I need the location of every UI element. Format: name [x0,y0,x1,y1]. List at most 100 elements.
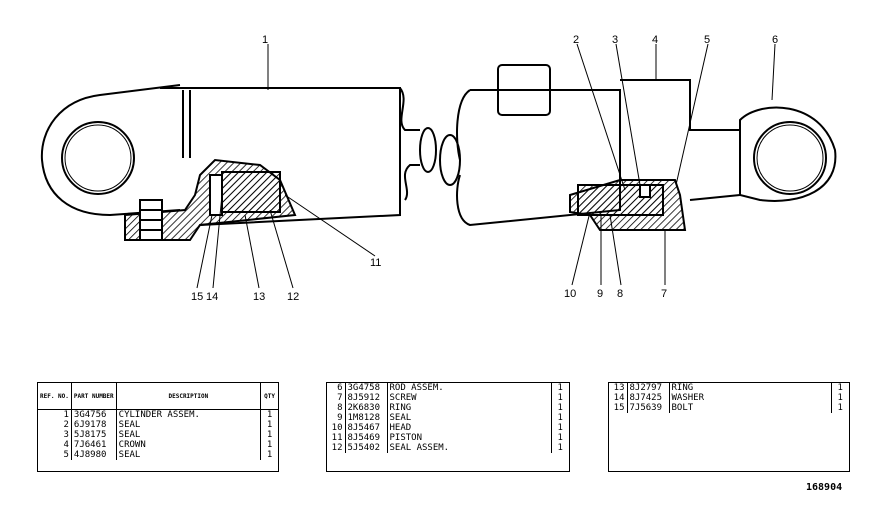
row-part-number: 6J9178 [71,420,117,430]
row-ref-no: 1 [38,409,72,420]
row-qty: 1 [557,383,563,393]
row-ref-no: 2 [38,420,72,430]
row-description: BOLT [669,403,832,413]
row-part-number: 8J2797 [627,383,670,393]
row-qty: 1 [837,383,843,393]
row-ref-no: 4 [38,440,72,450]
row-part-number: 8J7425 [627,393,670,403]
row-qty: 1 [837,393,843,403]
callout-13: 13 [253,291,265,303]
row-ref-no: 14 [609,393,628,403]
row-part-number: 1M8128 [345,413,388,423]
row-ref-no: 12 [327,443,346,453]
row-description: SEAL [116,420,262,430]
callout-11: 11 [370,257,381,269]
row-ref-no: 11 [327,433,346,443]
right-port-boss [497,64,551,116]
callout-7: 7 [661,288,667,300]
callout-6: 6 [772,34,778,46]
row-description: RING [669,383,832,393]
row-description: SEAL ASSEM. [387,443,552,453]
row-part-number: 8J5912 [345,393,388,403]
row-description: CROWN [116,440,262,450]
row-part-number: 5J5402 [345,443,388,453]
row-qty: 1 [557,413,563,423]
right-eye-inner [756,124,824,192]
right-piston-block [577,184,664,216]
row-description: PISTON [387,433,552,443]
row-description: ROD ASSEM. [387,383,552,393]
header-ref-no: REF. NO. [38,383,72,410]
row-part-number: 3G4758 [345,383,388,393]
row-description: WASHER [669,393,832,403]
row-qty: 1 [266,410,273,420]
row-qty: 1 [557,433,563,443]
left-eye-inner [64,124,132,192]
row-qty: 1 [266,440,273,450]
row-qty: 1 [557,443,563,453]
callout-9: 9 [597,288,603,300]
row-description: SCREW [387,393,552,403]
left-clevis-body [40,84,181,217]
row-qty: 1 [266,420,273,430]
row-ref-no: 6 [327,383,346,393]
row-ref-no: 15 [609,403,628,413]
row-part-number: 3G4756 [71,409,117,420]
row-ref-no: 9 [327,413,346,423]
row-qty: 1 [557,403,563,413]
row-description: RING [387,403,552,413]
row-part-number: 8J5467 [345,423,388,433]
row-qty: 1 [557,393,563,403]
callout-5: 5 [704,34,710,46]
left-piston-block [221,171,281,213]
row-description: CYLINDER ASSEM. [116,409,262,420]
row-part-number: 2K6830 [345,403,388,413]
row-ref-no: 7 [327,393,346,403]
row-ref-no: 3 [38,430,72,440]
cylinder-exploded-drawing: 1 2 3 4 5 6 7 8 9 10 11 12 13 14 15 [40,34,837,303]
row-description: SEAL [387,413,552,423]
row-qty: 1 [266,430,273,440]
callout-12: 12 [287,291,299,303]
right-eye-outer [753,121,827,195]
row-part-number: 5J8175 [71,430,117,440]
header-part-number: PART NUMBER [71,383,117,410]
row-description: HEAD [387,423,552,433]
header-description: DESCRIPTION [116,383,262,410]
header-qty: QTY [260,383,278,410]
row-part-number: 7J5639 [627,403,670,413]
row-ref-no: 13 [609,383,628,393]
left-eye-outer [61,121,135,195]
row-part-number: 7J6461 [71,440,117,450]
row-part-number: 8J5469 [345,433,388,443]
callout-15: 15 [191,291,203,303]
callout-2: 2 [573,34,579,46]
callout-1: 1 [262,34,268,46]
callout-4: 4 [652,34,658,46]
row-description: SEAL [116,430,262,440]
row-description: SEAL [116,450,262,460]
row-ref-no: 5 [38,450,72,460]
row-qty: 1 [837,403,843,413]
row-ref-no: 8 [327,403,346,413]
callout-3: 3 [612,34,618,46]
